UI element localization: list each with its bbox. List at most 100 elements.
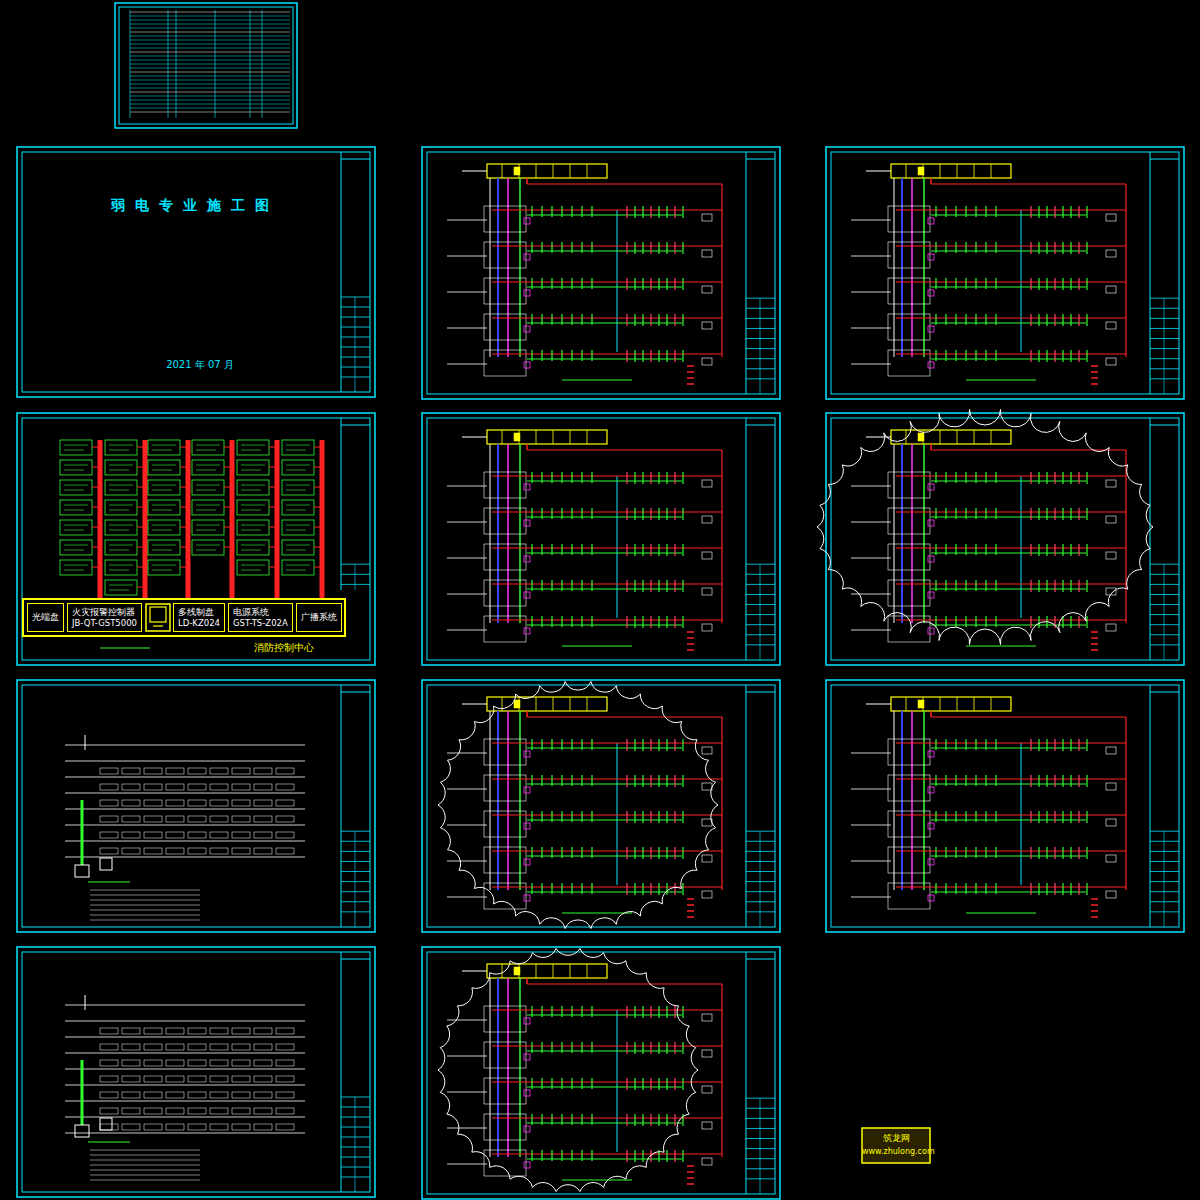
device	[1086, 278, 1087, 290]
title-cell	[760, 1098, 761, 1194]
module-mark	[286, 450, 306, 451]
device	[928, 218, 934, 224]
device-box	[210, 1124, 228, 1130]
wire	[492, 475, 722, 476]
title-cell	[341, 357, 370, 358]
device-box	[188, 1060, 206, 1066]
equipment-name: 广播系统	[301, 612, 337, 623]
floor-lead	[447, 220, 487, 221]
device	[658, 580, 659, 592]
module-mark	[286, 485, 310, 486]
sheet-inner-border	[831, 152, 1179, 394]
panel-box	[487, 430, 607, 444]
module-mark	[286, 465, 310, 466]
title-cell	[341, 297, 370, 298]
device	[1078, 739, 1079, 751]
device	[928, 326, 934, 332]
tail	[1091, 916, 1098, 918]
device	[541, 616, 542, 627]
device	[1086, 739, 1087, 751]
module-box	[148, 440, 180, 455]
device	[561, 811, 562, 822]
title-cell	[746, 584, 775, 585]
device	[666, 883, 667, 895]
module-box	[148, 540, 180, 555]
device	[658, 350, 659, 362]
device	[591, 278, 592, 289]
device-box	[122, 768, 140, 774]
device	[666, 278, 667, 290]
wire	[1021, 210, 1022, 352]
device	[581, 314, 582, 325]
device	[541, 1042, 542, 1053]
floor-lead	[851, 292, 891, 293]
wire	[85, 735, 86, 750]
wire	[896, 317, 1126, 318]
device	[561, 616, 562, 627]
title-cell	[746, 1158, 775, 1159]
device	[626, 1150, 627, 1162]
sheet-border	[826, 413, 1184, 665]
floor-lead	[447, 558, 487, 559]
device	[1106, 891, 1116, 898]
device	[928, 823, 934, 829]
device	[642, 472, 643, 484]
device	[1070, 314, 1071, 326]
device	[541, 580, 542, 591]
module-box	[60, 480, 92, 495]
device	[1054, 314, 1055, 326]
floor-lead	[447, 1092, 487, 1093]
device	[1106, 214, 1116, 221]
device	[541, 206, 542, 217]
wire	[507, 444, 509, 623]
module-mark	[109, 585, 133, 586]
device	[1086, 472, 1087, 484]
module-mark	[286, 565, 310, 566]
tail	[687, 1171, 694, 1173]
device	[928, 751, 934, 757]
module-mark	[196, 525, 220, 526]
module-mark	[109, 490, 129, 491]
device	[1054, 883, 1055, 895]
device-box	[210, 816, 228, 822]
module-mark	[241, 570, 261, 571]
device	[965, 616, 966, 627]
device-box	[100, 816, 118, 822]
device-box	[276, 784, 294, 790]
device	[551, 544, 552, 555]
device-box	[188, 1028, 206, 1034]
module-mark	[196, 485, 220, 486]
device	[541, 811, 542, 822]
device	[682, 508, 683, 520]
device	[650, 739, 651, 751]
module-mark	[64, 570, 84, 571]
device	[634, 775, 635, 787]
device	[1046, 739, 1047, 751]
device	[702, 250, 712, 257]
floor-lead	[851, 789, 891, 790]
device-box	[276, 1092, 294, 1098]
device	[571, 1078, 572, 1089]
device	[965, 314, 966, 325]
device	[551, 242, 552, 253]
title-cell	[341, 1107, 370, 1108]
device	[1078, 544, 1079, 556]
title-strip	[746, 159, 775, 160]
device	[965, 580, 966, 591]
device	[571, 544, 572, 555]
module-mark	[241, 565, 265, 566]
module-mark	[196, 550, 216, 551]
device	[674, 1150, 675, 1162]
device	[658, 278, 659, 290]
device	[531, 242, 532, 253]
device	[674, 278, 675, 290]
title-cell	[1150, 594, 1179, 595]
wire	[519, 711, 521, 890]
device	[945, 206, 946, 217]
panel-cell	[514, 433, 520, 441]
device	[626, 616, 627, 628]
wire	[492, 583, 722, 584]
wire	[896, 547, 1126, 548]
device	[674, 616, 675, 628]
device	[985, 580, 986, 591]
